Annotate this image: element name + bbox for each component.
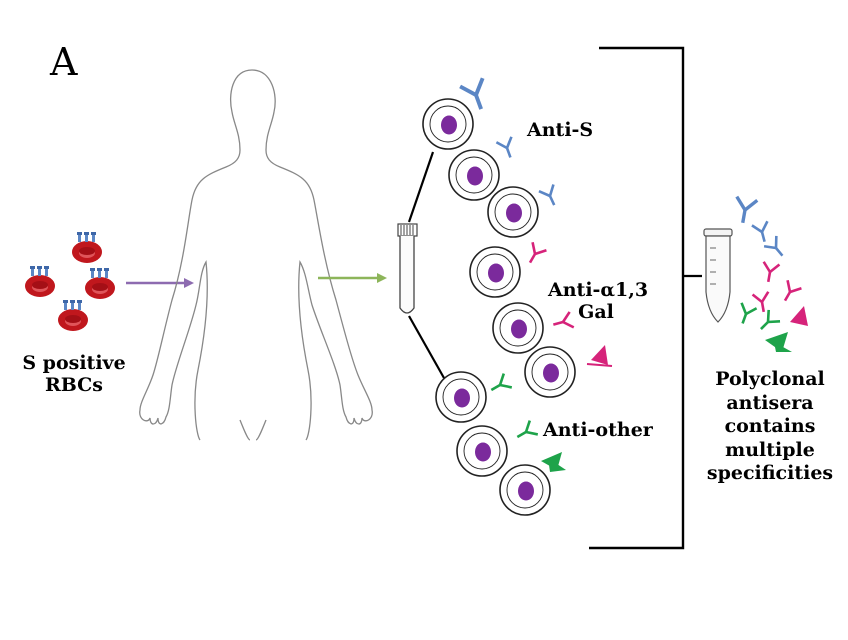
polyclonal-antibody-mix [733,197,808,352]
rbc-2 [25,266,55,297]
s-positive-rbcs-label: S positive RBCs [10,352,138,396]
anti-gal-line-1: Anti-α1,3 [548,279,649,301]
polyclonal-line-3: contains [724,415,816,437]
plasma-cell-2 [448,149,500,201]
panel-letter: A [50,40,78,84]
plasma-cell-4 [469,246,521,298]
polyclonal-line-2: antisera [726,391,814,414]
plasma-cell-5 [492,302,544,354]
bracket [589,46,685,550]
s-positive-line-1: S positive [22,352,126,374]
rbc-1 [72,232,102,263]
anti-other-fragment [541,452,566,472]
plasma-cell-3 [487,186,539,238]
connector-line-bottom [408,315,445,379]
human-silhouette [139,69,373,441]
anti-other-label: Anti-other [543,419,653,441]
anti-gal-label: Anti-α1,3 Gal [548,279,649,323]
polyclonal-line-1: Polyclonal [715,368,825,390]
rbc-4 [58,300,88,331]
test-tube-icon [397,223,418,314]
plasma-cell-1 [422,98,474,150]
green-arrow [318,273,387,283]
plasma-cell-6 [524,346,576,398]
connector-line-top [407,151,435,223]
polyclonal-line-4: multiple [725,438,815,461]
polyclonal-label: Polyclonal antisera contains multiple sp… [696,368,844,486]
purple-arrow [126,278,194,288]
s-positive-line-2: RBCs [44,374,104,396]
plasma-cell-8 [456,425,508,477]
plasma-cell-7 [435,371,487,423]
eppendorf-tube-icon [703,228,733,323]
polyclonal-line-5: specificities [706,462,834,484]
anti-s-label: Anti-S [527,119,594,141]
anti-gal-line-2: Gal [578,301,614,323]
rbc-3 [85,268,115,299]
plasma-cell-9 [499,464,551,516]
anti-gal-fragment [586,345,613,367]
